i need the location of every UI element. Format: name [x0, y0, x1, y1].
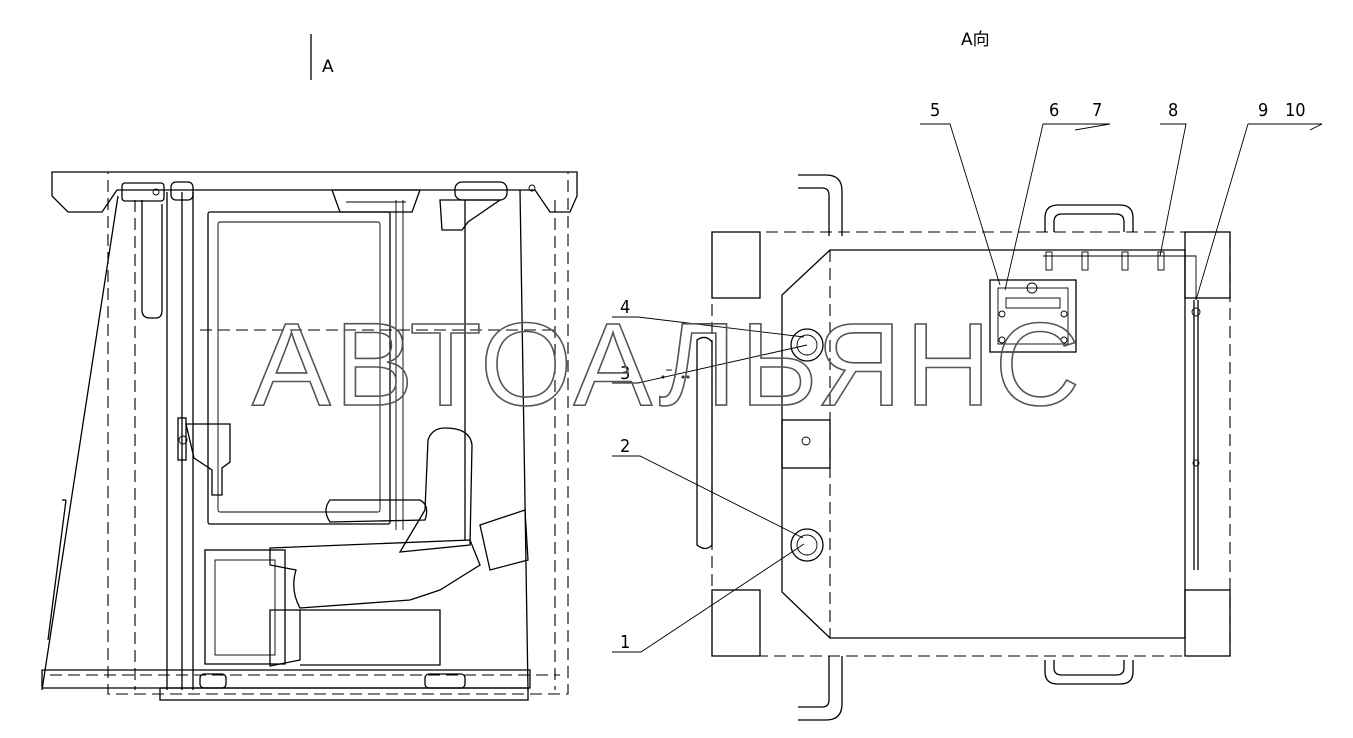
- watermark-text: АВТОАЛЬЯНС: [252, 299, 1084, 431]
- callouts: 1 2 3 4 5 6 7 8 9 10: [612, 100, 1323, 653]
- callout-9: 9: [1258, 100, 1268, 121]
- view-a-marker: A: [310, 34, 334, 80]
- callout-3: 3: [620, 363, 630, 384]
- callout-1: 1: [620, 632, 630, 653]
- view-a-top-view: [696, 174, 1231, 721]
- view-title: A向: [961, 30, 990, 50]
- callout-6: 6: [1049, 100, 1059, 121]
- callout-2: 2: [620, 436, 630, 457]
- cab-side-view: [41, 171, 578, 701]
- callout-7: 7: [1092, 100, 1102, 121]
- callout-4: 4: [620, 297, 630, 318]
- callout-5: 5: [930, 100, 940, 121]
- callout-10: 10: [1285, 100, 1306, 121]
- view-a-marker-label: A: [322, 57, 334, 77]
- callout-8: 8: [1168, 100, 1178, 121]
